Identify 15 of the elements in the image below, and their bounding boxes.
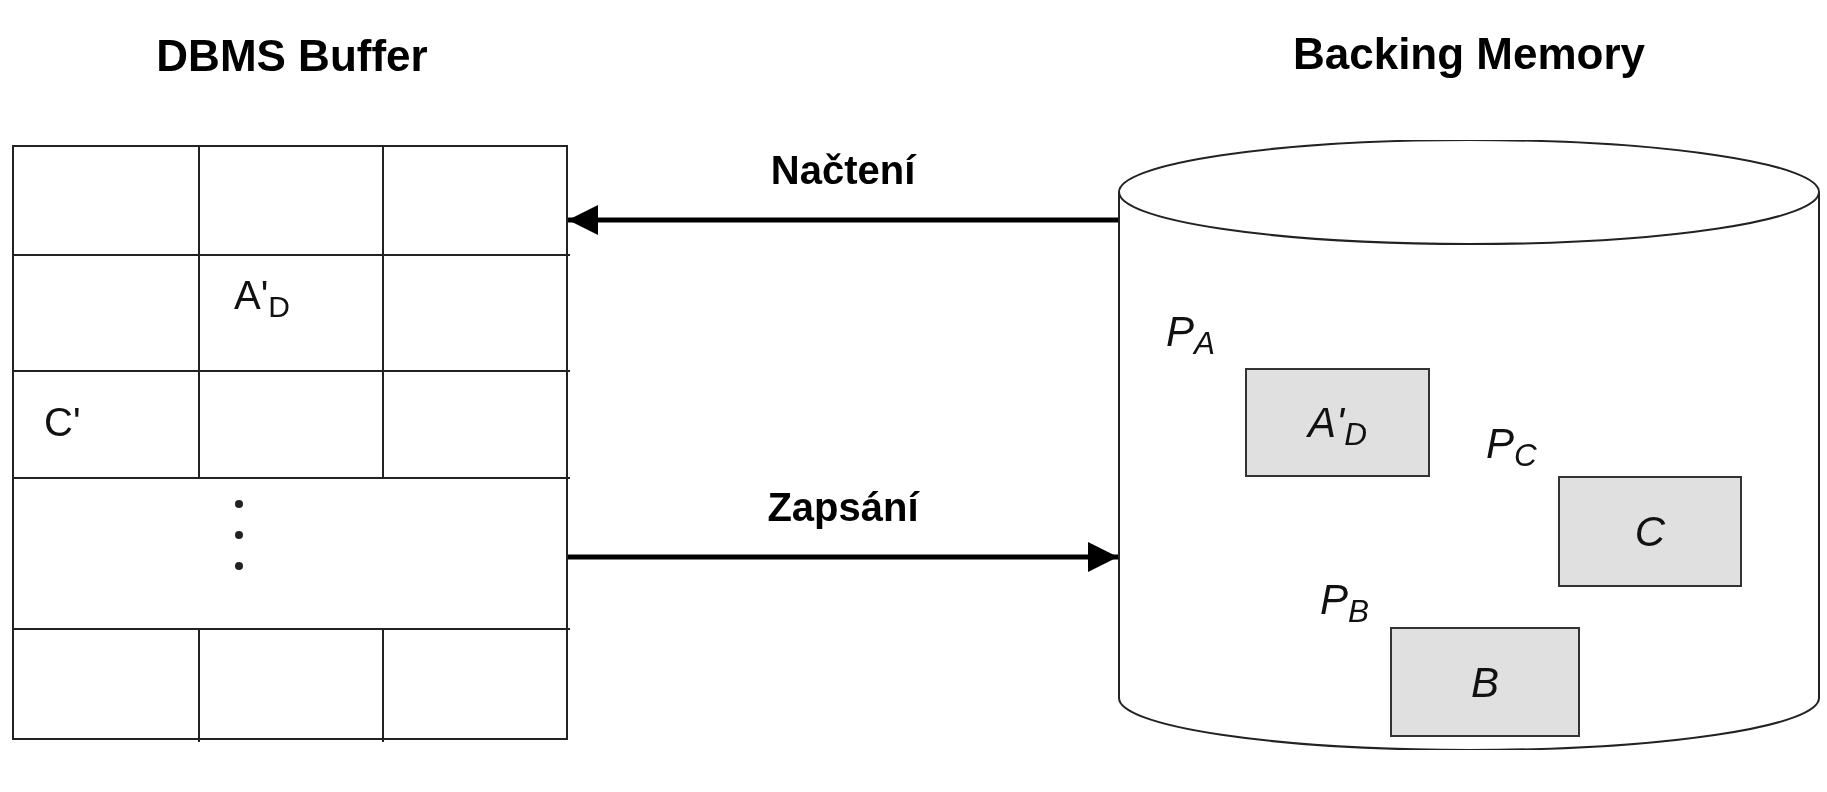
cell-text: C' — [44, 399, 81, 446]
page-box — [1390, 627, 1580, 737]
page-text: C — [1634, 507, 1666, 557]
panel-title: Backing Memory — [1291, 28, 1647, 80]
page-text: A'$_{D}$ — [1308, 398, 1367, 454]
arrow — [568, 542, 1118, 572]
arrow — [568, 205, 1118, 235]
page-text: B — [1471, 657, 1499, 708]
panel-title: DBMS Buffer — [155, 30, 429, 82]
page-label: P$_{A}$ — [1166, 307, 1216, 363]
page-box — [1558, 476, 1742, 587]
cell-text: A'$_{D}$ — [234, 272, 290, 325]
page-label: P$_{B}$ — [1320, 575, 1370, 631]
page-label: P$_{C}$ — [1486, 419, 1537, 475]
page-box — [1245, 368, 1430, 477]
